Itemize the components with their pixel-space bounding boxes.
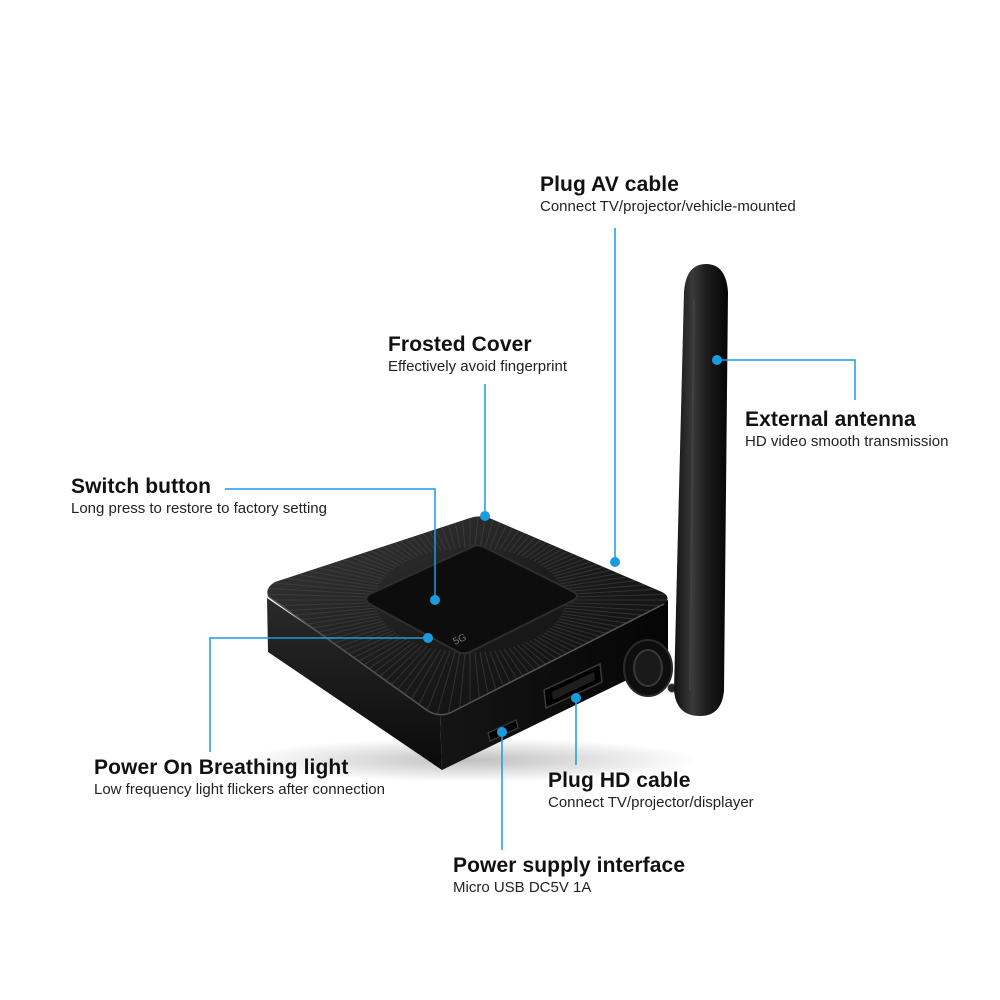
callout-desc: Micro USB DC5V 1A — [453, 879, 592, 896]
callout-title: Power On Breathing light — [94, 756, 349, 779]
dot-light — [423, 633, 433, 643]
cover-logo-label: 5G — [452, 632, 469, 648]
callout-av-cable: Plug AV cable Connect TV/projector/vehic… — [540, 173, 796, 217]
callout-title: Frosted Cover — [388, 333, 532, 356]
callout-title: Switch button — [71, 475, 212, 498]
leader-dots — [423, 355, 722, 737]
floor-shadow — [240, 738, 700, 782]
external-antenna — [623, 264, 728, 716]
callout-power-supply: Power supply interface Micro USB DC5V 1A — [453, 854, 685, 898]
callout-title: Plug AV cable — [540, 173, 679, 196]
frosted-cover: 5G — [365, 544, 578, 655]
hdmi-port — [543, 662, 603, 710]
callout-title: Power supply interface — [453, 854, 686, 877]
callout-breathing-light: Power On Breathing light Low frequency l… — [94, 756, 385, 800]
dot-frosted — [480, 511, 490, 521]
callout-external-antenna: External antenna HD video smooth transmi… — [745, 408, 948, 452]
callout-desc: Connect TV/projector/displayer — [548, 794, 754, 811]
callout-title: Plug HD cable — [548, 769, 691, 792]
callout-desc: Long press to restore to factory setting — [71, 500, 327, 517]
leader-light — [209, 637, 428, 752]
leader-switch — [225, 488, 436, 600]
callout-title: External antenna — [745, 408, 916, 431]
callout-desc: Connect TV/projector/vehicle-mounted — [540, 198, 796, 215]
dot-hd — [571, 693, 581, 703]
leader-lines — [209, 228, 856, 850]
dot-power — [497, 727, 507, 737]
callout-switch-button: Switch button Long press to restore to f… — [71, 475, 327, 519]
callout-desc: Low frequency light flickers after conne… — [94, 781, 385, 798]
callout-frosted-cover: Frosted Cover Effectively avoid fingerpr… — [388, 333, 567, 377]
callout-desc: HD video smooth transmission — [745, 433, 949, 450]
dot-av — [610, 557, 620, 567]
leader-antenna — [717, 359, 856, 400]
dot-antenna — [712, 355, 722, 365]
dot-switch — [430, 595, 440, 605]
callout-hd-cable: Plug HD cable Connect TV/projector/displ… — [548, 769, 754, 813]
callout-desc: Effectively avoid fingerprint — [388, 358, 567, 375]
